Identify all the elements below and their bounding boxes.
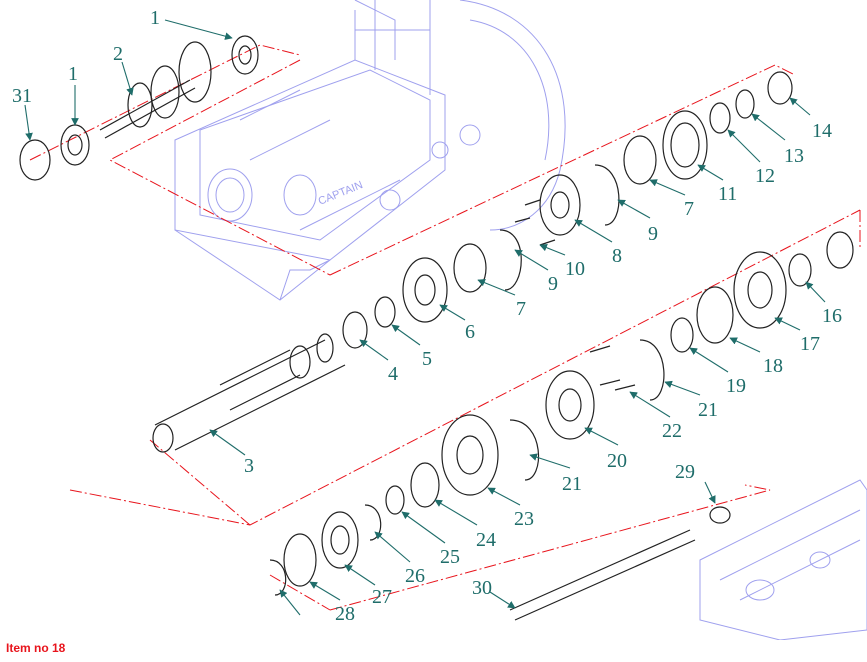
lower-housing-fragment [699,479,867,640]
parts [19,35,854,621]
part-end-circlip [269,559,287,596]
callout-28: 28 [335,603,355,625]
part-21-lower [509,419,540,481]
svg-text:CAPTAIN: CAPTAIN [317,179,365,208]
callout-10: 10 [565,258,585,280]
callout-14: 14 [812,120,832,142]
part-26 [364,504,382,541]
callout-24: 24 [476,529,496,551]
part-31-ring [19,139,51,181]
part-7-lower [453,243,487,293]
callout-labels: 1 1 2 31 3 4 5 6 7 7 8 9 9 10 11 12 13 1… [12,7,842,625]
part-25 [385,485,405,515]
callout-8: 8 [612,245,622,267]
part-21-upper [639,339,665,401]
part-9-upper [594,164,620,226]
part-24 [410,462,440,508]
part-6 [402,257,448,323]
callout-27: 27 [372,586,392,608]
part-13 [735,89,755,119]
callout-17: 17 [800,333,820,355]
callout-7-lower: 7 [516,298,526,320]
part-20 [545,370,595,440]
part-30-shaft [509,529,696,621]
callout-26: 26 [405,565,425,587]
part-15 [826,231,854,269]
callout-9-upper: 9 [648,223,658,245]
callout-9-lower: 9 [548,273,558,295]
callout-21-upper: 21 [698,399,718,421]
callout-20: 20 [607,450,627,472]
callout-2: 2 [113,43,123,65]
callout-7-upper: 7 [684,198,694,220]
callout-16: 16 [822,305,842,327]
part-16 [788,253,812,287]
part-4 [342,311,368,349]
callout-22: 22 [662,420,682,442]
part-2-gear-cluster [99,41,212,139]
part-1-bearing-left [60,124,90,166]
part-27 [321,511,359,569]
callout-leaders [24,19,826,616]
callout-18: 18 [763,355,783,377]
callout-5: 5 [422,348,432,370]
callout-6: 6 [465,321,475,343]
part-5 [374,296,396,328]
exploded-parts-diagram: CAPTAIN [12,0,867,640]
part-18 [696,286,734,344]
part-7-upper [623,135,657,185]
callout-23: 23 [514,508,534,530]
callout-21-lower: 21 [562,473,582,495]
part-8 [539,174,581,236]
part-22-pins [589,345,636,391]
callout-19: 19 [726,375,746,397]
callout-25: 25 [440,546,460,568]
part-14 [767,71,793,105]
part-29 [709,506,731,524]
part-19 [670,317,694,353]
part-28 [283,533,317,587]
assembly-leader-lines [29,44,861,611]
part-9-lower [499,229,522,291]
part-1-bearing-top [231,35,259,75]
part-3-main-shaft [152,333,346,453]
callout-1-top: 1 [150,7,160,29]
item-number-label: Item no 18 [6,641,66,655]
part-17 [733,251,787,329]
callout-31: 31 [12,85,32,107]
callout-11: 11 [718,183,737,205]
callout-13: 13 [784,145,804,167]
transmission-housing: CAPTAIN [174,0,566,301]
part-12 [709,102,731,134]
callout-3: 3 [244,455,254,477]
callout-4: 4 [388,363,398,385]
callout-12: 12 [755,165,775,187]
part-11 [662,110,708,180]
part-23 [441,414,499,496]
callout-1-left: 1 [68,63,78,85]
callout-29: 29 [675,461,695,483]
callout-30: 30 [472,577,492,599]
